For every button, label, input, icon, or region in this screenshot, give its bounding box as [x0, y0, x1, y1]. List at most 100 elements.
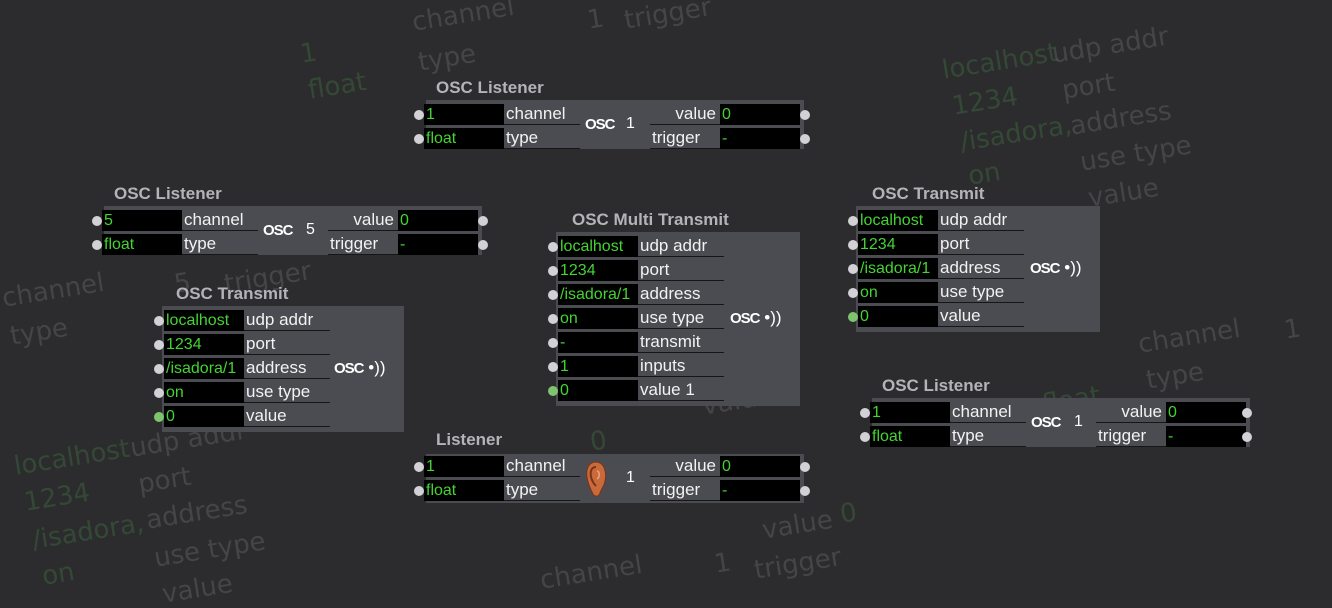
inputs-label: inputs: [638, 355, 724, 377]
udp-addr-value-field[interactable]: localhost: [164, 310, 244, 331]
input-dot[interactable]: [548, 362, 558, 372]
bg-text: on: [40, 556, 77, 592]
input-dot[interactable]: [154, 364, 164, 374]
trigger-output-field[interactable]: -: [398, 234, 478, 255]
output-dot[interactable]: [800, 486, 810, 496]
udp-addr-value-field[interactable]: localhost: [858, 210, 938, 231]
output-dot[interactable]: [800, 110, 810, 120]
osc-listener-actor-left[interactable]: OSC Listener 5 channel float type OSC 5 …: [92, 184, 492, 262]
input-dot[interactable]: [848, 240, 858, 250]
trigger-output-field[interactable]: -: [1166, 426, 1246, 447]
input-dot[interactable]: [848, 288, 858, 298]
trigger-output-field[interactable]: -: [720, 480, 800, 501]
bg-text: address: [144, 490, 250, 536]
input-dot[interactable]: [548, 266, 558, 276]
osc-transmit-icon[interactable]: OSC •)): [730, 308, 782, 328]
value-output-field[interactable]: 0: [720, 456, 800, 477]
input-dot[interactable]: [414, 134, 424, 144]
actor-title[interactable]: Listener: [436, 430, 503, 449]
osc-listener-actor-top[interactable]: OSC Listener 1 channel float type OSC 1 …: [414, 78, 814, 156]
output-dot[interactable]: [478, 216, 488, 226]
input-dot[interactable]: [860, 432, 870, 442]
value-output-field[interactable]: 0: [398, 210, 478, 231]
listener-icon[interactable]: 1: [582, 456, 648, 504]
value-value-field[interactable]: 0: [164, 406, 244, 427]
type-value-field[interactable]: float: [102, 234, 182, 255]
address-value-field[interactable]: /isadora/1: [558, 284, 638, 305]
input-dot[interactable]: [154, 340, 164, 350]
osc-listener-icon[interactable]: OSC 1: [1028, 400, 1094, 448]
actor-title[interactable]: OSC Multi Transmit: [572, 210, 729, 229]
channel-value-field[interactable]: 1: [870, 402, 950, 423]
input-dot-active[interactable]: [848, 312, 858, 322]
type-value-field[interactable]: float: [424, 480, 504, 501]
bg-text: port: [1060, 67, 1118, 106]
udp-addr-label: udp addr: [638, 235, 724, 257]
input-dot[interactable]: [548, 338, 558, 348]
osc-transmit-icon[interactable]: OSC •)): [1030, 258, 1082, 278]
udp-addr-value-field[interactable]: localhost: [558, 236, 638, 257]
port-value-field[interactable]: 1234: [858, 234, 938, 255]
signal-icon: •)): [759, 308, 782, 327]
actor-title[interactable]: OSC Transmit: [872, 184, 985, 203]
input-dot[interactable]: [92, 240, 102, 250]
output-dot[interactable]: [478, 240, 488, 250]
output-dot[interactable]: [1242, 432, 1252, 442]
signal-icon: •)): [1059, 258, 1082, 277]
output-dot[interactable]: [1242, 408, 1252, 418]
input-dot[interactable]: [548, 314, 558, 324]
input-dot[interactable]: [548, 242, 558, 252]
listener-actor[interactable]: Listener 1 channel float type 1 value 0 …: [414, 430, 814, 510]
use-type-value-field[interactable]: on: [164, 382, 244, 403]
osc-listener-icon[interactable]: OSC 5: [260, 208, 326, 256]
osc-transmit-actor-right[interactable]: OSC Transmit localhost udp addr 1234 por…: [848, 184, 1102, 334]
trigger-label: trigger: [650, 127, 720, 149]
type-label: type: [504, 127, 580, 149]
osc-listener-icon[interactable]: OSC 1: [582, 102, 648, 150]
port-value-field[interactable]: 1234: [558, 260, 638, 281]
input-dot[interactable]: [154, 316, 164, 326]
output-dot[interactable]: [800, 462, 810, 472]
input-dot[interactable]: [92, 216, 102, 226]
osc-multi-transmit-actor[interactable]: OSC Multi Transmit localhost udp addr 12…: [548, 210, 802, 408]
use-type-value-field[interactable]: on: [858, 282, 938, 303]
address-value-field[interactable]: /isadora/1: [858, 258, 938, 279]
input-dot[interactable]: [414, 486, 424, 496]
input-dot[interactable]: [414, 110, 424, 120]
actor-title[interactable]: OSC Listener: [114, 184, 222, 203]
osc-transmit-icon[interactable]: OSC •)): [334, 358, 386, 378]
trigger-label: trigger: [650, 479, 720, 501]
input-dot-active[interactable]: [548, 386, 558, 396]
input-dot[interactable]: [154, 388, 164, 398]
use-type-value-field[interactable]: on: [558, 308, 638, 329]
actor-title[interactable]: OSC Transmit: [176, 284, 289, 303]
bg-text: float: [306, 66, 369, 106]
channel-value-field[interactable]: 1: [424, 456, 504, 477]
transmit-value-field[interactable]: -: [558, 332, 638, 353]
input-dot[interactable]: [548, 290, 558, 300]
trigger-output-field[interactable]: -: [720, 128, 800, 149]
input-dot[interactable]: [414, 462, 424, 472]
inputs-value-field[interactable]: 1: [558, 356, 638, 377]
input-dot[interactable]: [848, 216, 858, 226]
input-dot[interactable]: [860, 408, 870, 418]
type-value-field[interactable]: float: [424, 128, 504, 149]
input-dot[interactable]: [848, 264, 858, 274]
bg-text: 1234: [950, 81, 1021, 122]
osc-transmit-actor-left[interactable]: OSC Transmit localhost udp addr 1234 por…: [154, 284, 406, 434]
output-dot[interactable]: [800, 134, 810, 144]
port-value-field[interactable]: 1234: [164, 334, 244, 355]
osc-listener-actor-right[interactable]: OSC Listener 1 channel float type OSC 1 …: [860, 376, 1260, 454]
value-value-field[interactable]: 0: [858, 306, 938, 327]
address-value-field[interactable]: /isadora/1: [164, 358, 244, 379]
actor-title[interactable]: OSC Listener: [436, 78, 544, 97]
value-output-field[interactable]: 0: [1166, 402, 1246, 423]
value-1-value-field[interactable]: 0: [558, 380, 638, 401]
channel-value-field[interactable]: 1: [424, 104, 504, 125]
input-dot-active[interactable]: [154, 412, 164, 422]
osc-icon: OSC: [585, 116, 615, 133]
type-value-field[interactable]: float: [870, 426, 950, 447]
actor-title[interactable]: OSC Listener: [882, 376, 990, 395]
value-output-field[interactable]: 0: [720, 104, 800, 125]
channel-value-field[interactable]: 5: [102, 210, 182, 231]
